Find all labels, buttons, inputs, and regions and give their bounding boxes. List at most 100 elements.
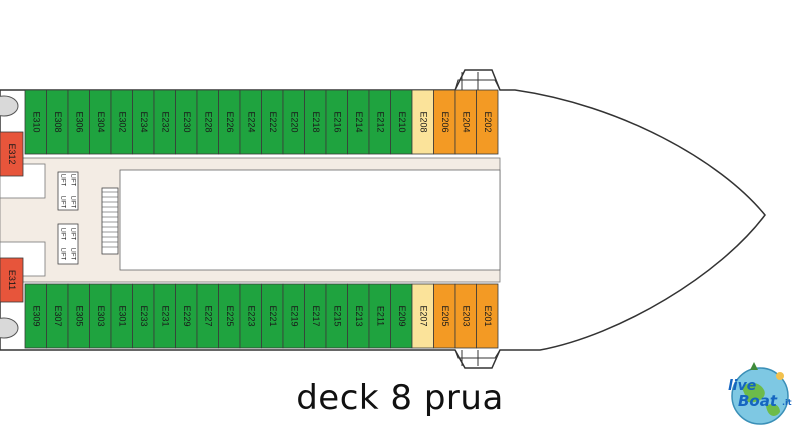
cabin-E222[interactable]: E222	[261, 89, 284, 155]
cabin-label: E227	[203, 305, 213, 326]
lift-label: LIFT	[69, 248, 75, 261]
globe-icon	[731, 362, 789, 425]
cabin-E219[interactable]: E219	[282, 283, 305, 349]
central-atrium	[119, 169, 501, 271]
cabin-E231[interactable]: E231	[153, 283, 176, 349]
cabin-label: E219	[289, 305, 299, 326]
cabin-E225[interactable]: E225	[218, 283, 241, 349]
cabin-label: E307	[53, 305, 63, 326]
cabin-E227[interactable]: E227	[196, 283, 219, 349]
cabin-label: E217	[311, 305, 321, 326]
cabin-E210[interactable]: E210	[390, 89, 413, 155]
cabin-E302[interactable]: E302	[110, 89, 133, 155]
cabin-E309[interactable]: E309	[24, 283, 47, 349]
cabin-label: E309	[31, 305, 41, 326]
lift-label: LIFT	[69, 196, 75, 209]
cabin-label: E225	[225, 305, 235, 326]
cabin-label: E226	[225, 111, 235, 132]
cabin-E208[interactable]: E208	[411, 89, 434, 155]
logo-word-live: live	[728, 378, 757, 394]
cabin-E232[interactable]: E232	[153, 89, 176, 155]
cabin-label: E311	[7, 270, 17, 290]
cabin-E224[interactable]: E224	[239, 89, 262, 155]
cabin-label: E304	[96, 111, 106, 132]
cabin-E202[interactable]: E202	[476, 89, 499, 155]
cabin-E211[interactable]: E211	[368, 283, 391, 349]
cabin-E214[interactable]: E214	[347, 89, 370, 155]
cabin-E233[interactable]: E233	[132, 283, 155, 349]
cabin-E203[interactable]: E203	[454, 283, 477, 349]
cabin-E301[interactable]: E301	[110, 283, 133, 349]
cabin-label: E306	[74, 111, 84, 132]
lifeboat-top	[0, 95, 19, 117]
cabin-E229[interactable]: E229	[175, 283, 198, 349]
lift-block-bottom	[57, 223, 79, 265]
lifeboat-bottom	[0, 317, 19, 339]
lift-label: LIFT	[59, 174, 65, 187]
cabin-label: E208	[418, 111, 428, 132]
lift-label: LIFT	[59, 248, 65, 261]
lift-block-top	[57, 171, 79, 211]
cabin-label: E204	[461, 111, 471, 132]
cabin-label: E201	[483, 305, 493, 326]
cabin-E311[interactable]: E311	[0, 257, 24, 303]
cabin-E304[interactable]: E304	[89, 89, 112, 155]
cabin-label: E213	[354, 305, 364, 326]
cabin-label: E220	[289, 111, 299, 132]
cabin-row-top: E310 E308 E306 E304 E302 E234 E232 E230 E228 E226…	[24, 89, 499, 155]
cabin-E306[interactable]: E306	[67, 89, 90, 155]
logo-suffix: .it	[782, 398, 792, 407]
cabin-E228[interactable]: E228	[196, 89, 219, 155]
cabin-label: E221	[268, 305, 278, 326]
cabin-label: E209	[397, 305, 407, 326]
bow-step-top	[454, 79, 501, 91]
cabin-E220[interactable]: E220	[282, 89, 305, 155]
stairs	[102, 191, 118, 248]
cabin-E307[interactable]: E307	[46, 283, 69, 349]
cabin-E303[interactable]: E303	[89, 283, 112, 349]
bow-step-bottom	[454, 349, 501, 359]
cabin-label: E305	[74, 305, 84, 326]
cabin-label: E310	[31, 111, 41, 132]
cabin-E213[interactable]: E213	[347, 283, 370, 349]
cabin-label: E228	[203, 111, 213, 132]
cabin-E207[interactable]: E207	[411, 283, 434, 349]
cabin-E305[interactable]: E305	[67, 283, 90, 349]
cabin-label: E230	[182, 111, 192, 132]
cabin-E204[interactable]: E204	[454, 89, 477, 155]
cabin-label: E202	[483, 111, 493, 132]
cabin-E218[interactable]: E218	[304, 89, 327, 155]
cabin-label: E234	[139, 111, 149, 132]
lift-label: LIFT	[69, 228, 75, 241]
cabin-E209[interactable]: E209	[390, 283, 413, 349]
cabin-E230[interactable]: E230	[175, 89, 198, 155]
cabin-E205[interactable]: E205	[433, 283, 456, 349]
cabin-label: E215	[332, 305, 342, 326]
cabin-label: E218	[311, 111, 321, 132]
cabin-label: E231	[160, 305, 170, 326]
cabin-E216[interactable]: E216	[325, 89, 348, 155]
cabin-E312[interactable]: E312	[0, 131, 24, 177]
cabin-E310[interactable]: E310	[24, 89, 47, 155]
cabin-E226[interactable]: E226	[218, 89, 241, 155]
cabin-E215[interactable]: E215	[325, 283, 348, 349]
cabin-label: E205	[440, 305, 450, 326]
cabin-E201[interactable]: E201	[476, 283, 499, 349]
cabin-label: E222	[268, 111, 278, 132]
cabin-label: E207	[418, 305, 428, 326]
cabin-E217[interactable]: E217	[304, 283, 327, 349]
cabin-E221[interactable]: E221	[261, 283, 284, 349]
cabin-E223[interactable]: E223	[239, 283, 262, 349]
cabin-E308[interactable]: E308	[46, 89, 69, 155]
cabin-label: E206	[440, 111, 450, 132]
cabin-E206[interactable]: E206	[433, 89, 456, 155]
cabin-label: E224	[246, 111, 256, 132]
lift-label: LIFT	[69, 174, 75, 187]
cabin-E234[interactable]: E234	[132, 89, 155, 155]
cabin-label: E312	[7, 143, 17, 164]
deck-title: deck 8 prua	[296, 378, 504, 418]
cabin-E212[interactable]: E212	[368, 89, 391, 155]
